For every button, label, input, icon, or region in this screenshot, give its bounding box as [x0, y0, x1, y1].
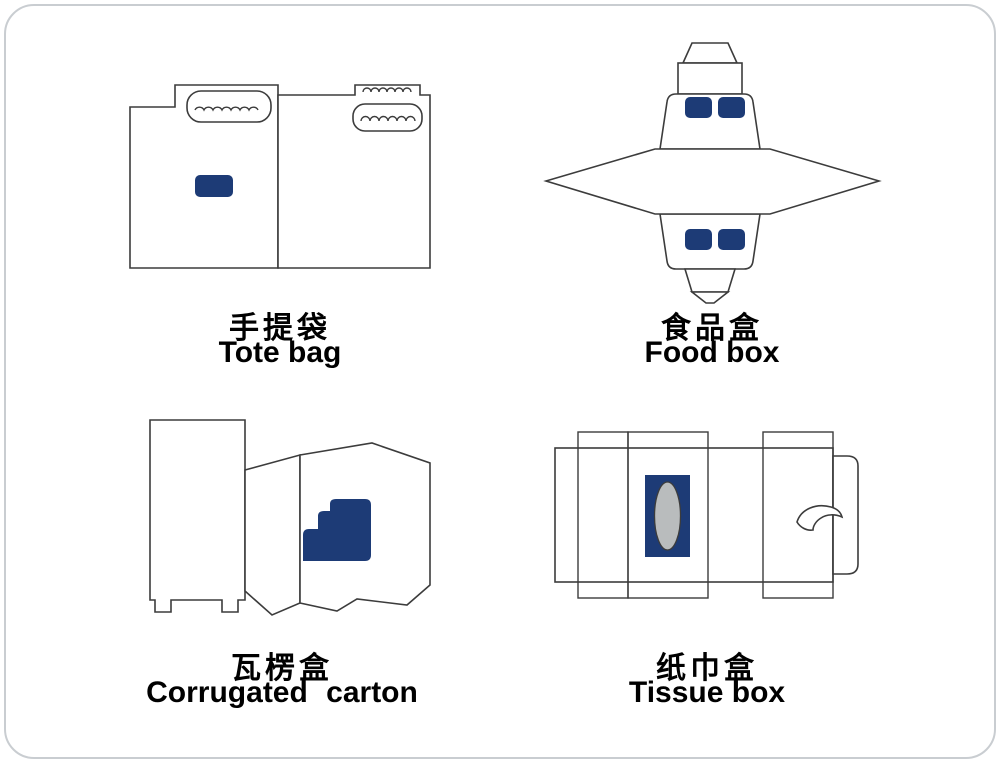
- food-box-label-zh: 食品盒: [661, 312, 763, 345]
- carton-middle-panel: [244, 453, 301, 616]
- blue-label-window: [195, 175, 233, 197]
- food-box-dieline: [543, 42, 882, 304]
- tissue-box-label-en: Tissue box: [628, 676, 786, 709]
- corrugated-carton-label-en: Corrugated carton: [146, 676, 418, 709]
- tissue-box-dieline: [554, 431, 859, 599]
- tissue-fold-columns: [577, 431, 834, 599]
- tote-bag-label-en: Tote bag: [218, 336, 342, 369]
- handle-cutout-right: [352, 103, 423, 132]
- handle-cutout-left: [186, 90, 272, 123]
- tote-bag-dieline: [129, 84, 431, 269]
- perforation-wave-shape: [796, 505, 844, 531]
- tote-bag-panels: [129, 84, 431, 269]
- tissue-base-strip: [554, 447, 834, 583]
- carton-left-panel: [149, 419, 246, 613]
- food-box-label-en: Food box: [644, 336, 780, 369]
- handle-wave-lines: [194, 87, 416, 122]
- corrugated-carton-dieline: [149, 419, 431, 616]
- food-box-body: [543, 148, 882, 215]
- tissue-right-tab: [832, 455, 859, 575]
- truck-silhouette: [303, 499, 371, 561]
- oval-cutout: [653, 481, 682, 551]
- tote-bag-label-zh: 手提袋: [229, 312, 331, 345]
- blue-windows: [685, 97, 745, 250]
- corrugated-carton-label-zh: 瓦楞盒: [231, 652, 333, 685]
- tissue-box-label-zh: 纸巾盒: [656, 652, 758, 685]
